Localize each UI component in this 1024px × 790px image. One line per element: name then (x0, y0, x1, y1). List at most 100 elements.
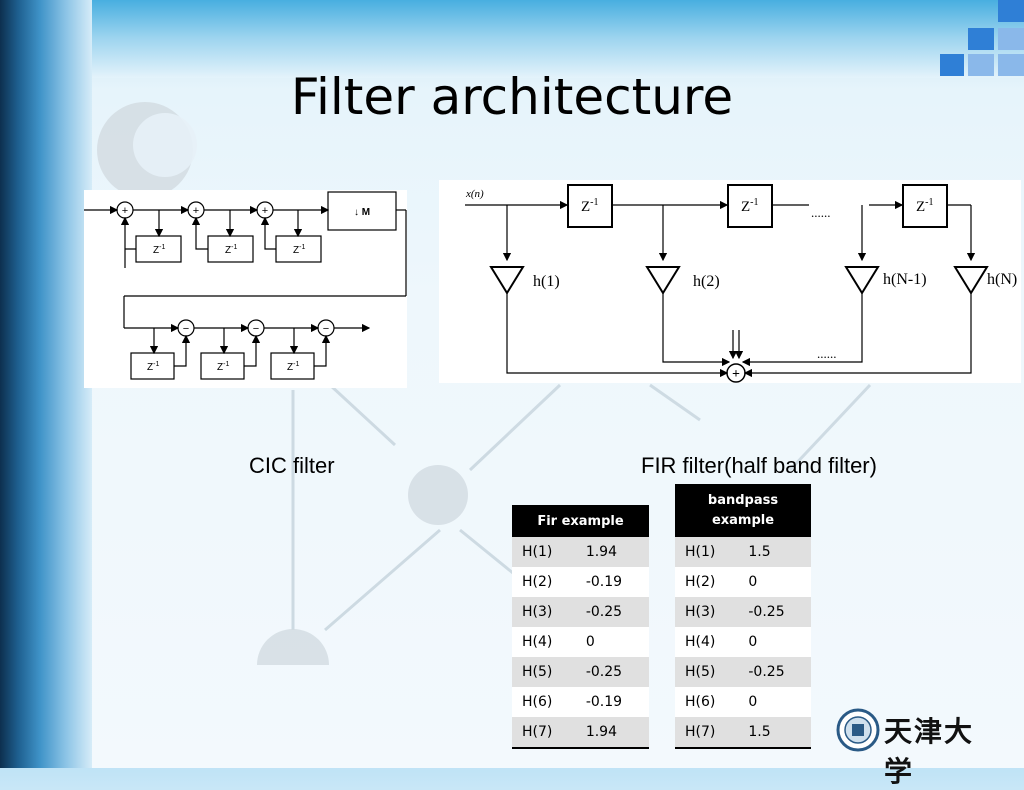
coef-value: 1.94 (575, 717, 649, 749)
coef-label: H(6) (512, 687, 576, 717)
svg-text:Z-1: Z-1 (293, 244, 305, 256)
coef-label: H(1) (675, 537, 739, 567)
cic-delay-label: Z (153, 245, 159, 256)
fir-delay-exp: -1 (925, 197, 933, 208)
coef-label: H(6) (675, 687, 739, 717)
cic-delay-label: Z (225, 245, 231, 256)
slide-title: Filter architecture (290, 68, 734, 126)
coef-label: H(7) (512, 717, 576, 749)
coef-label: H(5) (675, 657, 739, 687)
coef-value: 0 (738, 687, 811, 717)
bandpass-header-line2: example (711, 512, 775, 528)
coef-value: 1.94 (575, 537, 649, 567)
downsample-label: ↓ M (354, 207, 370, 218)
coef-label: H(7) (675, 717, 739, 749)
table-row: H(5)-0.25 (512, 657, 649, 687)
table-row: H(4)0 (675, 627, 811, 657)
cic-comb-sign: − (183, 323, 189, 335)
coef-label: H(1) (512, 537, 576, 567)
coef-label: H(3) (675, 597, 739, 627)
cic-comb-sign: − (253, 323, 259, 335)
coef-value: 1.5 (738, 717, 811, 749)
coef-value: -0.25 (575, 657, 649, 687)
cic-delay-label: Z (287, 362, 293, 373)
coef-value: -0.25 (575, 597, 649, 627)
coef-value: -0.25 (738, 657, 811, 687)
cic-delay-label: Z (293, 245, 299, 256)
table-row: H(6)0 (675, 687, 811, 717)
fir-sum-sign: + (732, 367, 740, 382)
coef-value: 0 (738, 627, 811, 657)
cic-delay-exp: -1 (223, 361, 229, 368)
cic-adder-sign: + (262, 205, 268, 217)
left-decor-band (0, 0, 92, 768)
fir-tap-label: h(N-1) (883, 271, 927, 288)
svg-text:Z-1: Z-1 (225, 244, 237, 256)
table-row: H(1)1.94 (512, 537, 649, 567)
svg-text:Z-1: Z-1 (217, 361, 229, 373)
fir-delay-label: Z (916, 199, 925, 215)
fir-tap-label: h(2) (693, 273, 720, 290)
cic-delay-exp: -1 (293, 361, 299, 368)
svg-text:Z-1: Z-1 (741, 197, 759, 215)
table-row: H(2)-0.19 (512, 567, 649, 597)
fir-tap-label: h(N) (987, 271, 1017, 288)
coef-value: 0 (738, 567, 811, 597)
cic-delay-label: Z (147, 362, 153, 373)
cic-delay-exp: -1 (231, 244, 237, 251)
cic-caption: CIC filter (249, 453, 335, 478)
fir-filter-diagram: x(n) Z-1 Z-1 Z-1 ...... ...... h(1) h(2)… (439, 180, 1021, 383)
svg-text:Z-1: Z-1 (153, 244, 165, 256)
fir-caption: FIR filter(half band filter) (641, 453, 877, 478)
coef-value: -0.19 (575, 687, 649, 717)
fir-input-label: x(n) (465, 188, 484, 200)
cic-filter-diagram: + + + − − − ↓ M Z-1 Z-1 Z-1 Z-1 Z-1 Z-1 (84, 190, 407, 388)
table-row: H(4)0 (512, 627, 649, 657)
bandpass-header-line1: bandpass (707, 492, 779, 508)
university-seal-icon (836, 708, 880, 752)
table-row: H(7)1.94 (512, 717, 649, 749)
coef-label: H(2) (675, 567, 739, 597)
coef-value: -0.25 (738, 597, 811, 627)
svg-text:Z-1: Z-1 (147, 361, 159, 373)
table-row: H(3)-0.25 (512, 597, 649, 627)
svg-text:Z-1: Z-1 (916, 197, 934, 215)
fir-table-header: Fir example (512, 505, 649, 537)
fir-delay-exp: -1 (590, 197, 598, 208)
coef-label: H(2) (512, 567, 576, 597)
cic-delay-exp: -1 (299, 244, 305, 251)
coef-value: -0.19 (575, 567, 649, 597)
cic-delay-exp: -1 (159, 244, 165, 251)
coef-value: 1.5 (738, 537, 811, 567)
cic-delay-exp: -1 (153, 361, 159, 368)
fir-example-table: Fir example H(1)1.94 H(2)-0.19 H(3)-0.25… (512, 505, 649, 749)
table-row: H(2)0 (675, 567, 811, 597)
university-logo: 天津大学 (836, 706, 986, 788)
coef-label: H(5) (512, 657, 576, 687)
table-row: H(3)-0.25 (675, 597, 811, 627)
table-row: H(1)1.5 (675, 537, 811, 567)
fir-delay-label: Z (741, 199, 750, 215)
table-row: H(7)1.5 (675, 717, 811, 749)
coef-label: H(4) (675, 627, 739, 657)
coef-label: H(4) (512, 627, 576, 657)
cic-adder-sign: + (122, 205, 128, 217)
cic-delay-label: Z (217, 362, 223, 373)
fir-tap-label: h(1) (533, 273, 560, 290)
table-row: H(5)-0.25 (675, 657, 811, 687)
fir-ellipsis: ...... (811, 205, 831, 220)
cic-adder-sign: + (193, 205, 199, 217)
svg-text:Z-1: Z-1 (581, 197, 599, 215)
coef-value: 0 (575, 627, 649, 657)
fir-delay-exp: -1 (750, 197, 758, 208)
cic-comb-sign: − (323, 323, 329, 335)
fir-ellipsis: ...... (817, 346, 837, 361)
svg-text:Z-1: Z-1 (287, 361, 299, 373)
university-name: 天津大学 (884, 715, 975, 788)
top-decor-band (92, 0, 1024, 78)
coef-label: H(3) (512, 597, 576, 627)
fir-delay-label: Z (581, 199, 590, 215)
bandpass-table-header: bandpass example (675, 484, 811, 537)
table-row: H(6)-0.19 (512, 687, 649, 717)
